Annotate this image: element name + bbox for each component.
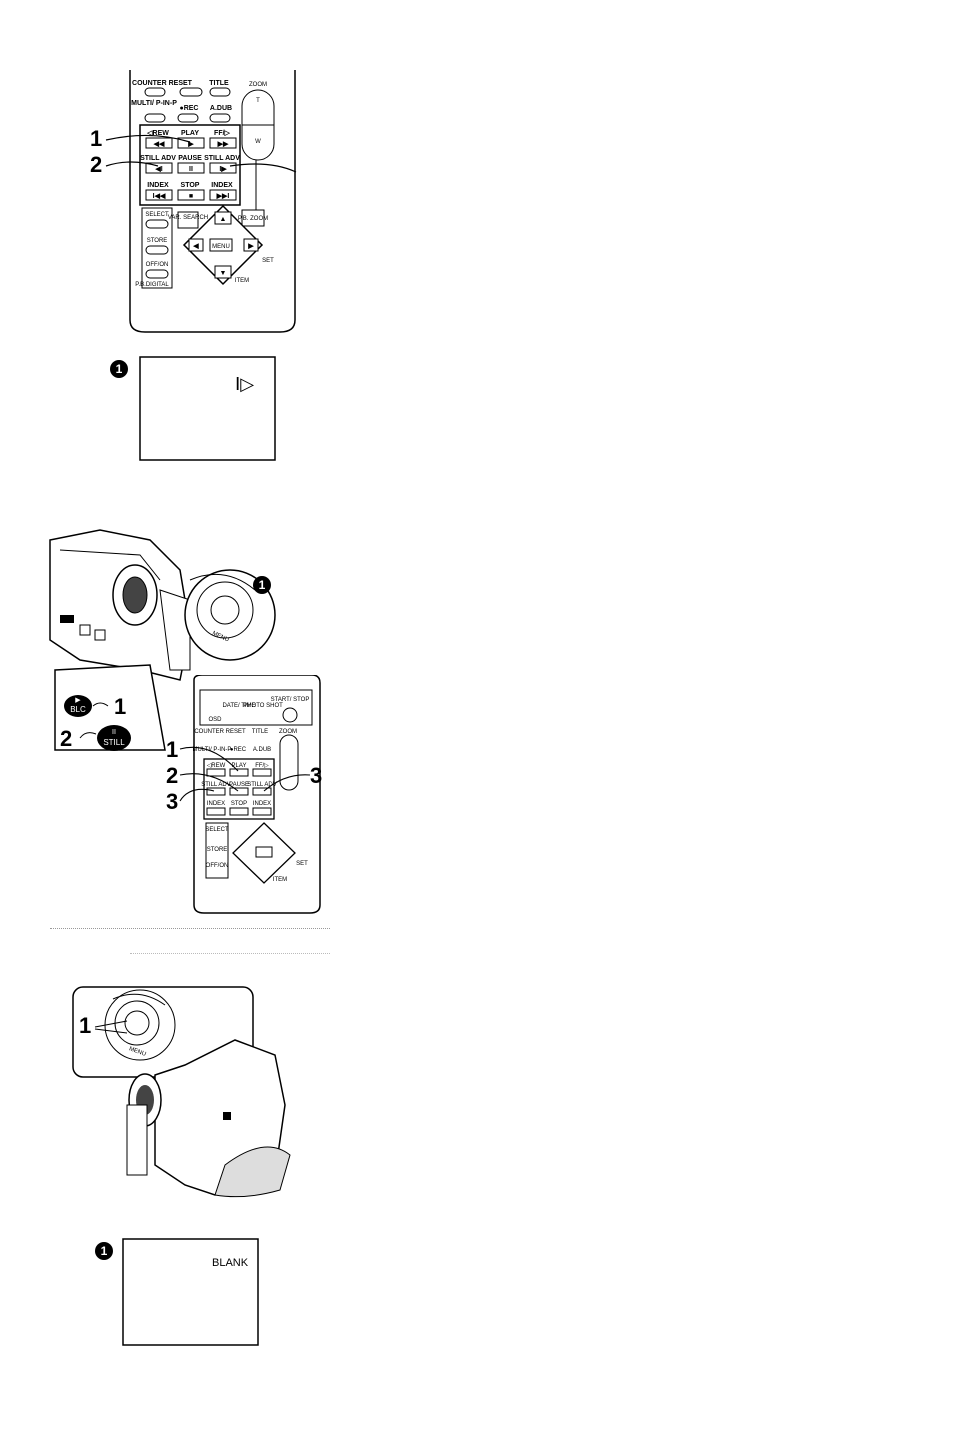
mid-item-label: ITEM [273, 877, 287, 883]
btn-stop-label: STOP [181, 182, 200, 189]
still-adv-indicator: I▷ [235, 374, 254, 395]
pb-digital-label: P.B.DIGITAL [135, 282, 169, 288]
svg-text:I◀◀: I◀◀ [153, 193, 166, 200]
camcorder-illustration-1: 1 MENU ▶ BLC 1 2 II STILL [49, 529, 276, 751]
mid-set-label: SET [296, 861, 308, 867]
camera-2-menu-label: MENU [128, 1046, 147, 1058]
btn-ff-label: FF/▷ [214, 130, 230, 137]
camcorder-illustration-2: 1 MENU [72, 986, 291, 1198]
zoom-t-label: T [256, 98, 260, 104]
mid-rew-label: ◁REW [207, 763, 226, 769]
blank-indicator: BLANK [212, 1257, 249, 1269]
zoom-w-label: W [255, 139, 261, 145]
btn-counter-reset-label: COUNTER RESET [132, 80, 193, 87]
mid-still-adv-r-label: STILL ADV [247, 782, 276, 788]
btn-pause-label: PAUSE [178, 155, 202, 162]
mid-zoom-label: ZOOM [279, 729, 297, 735]
zoom-label: ZOOM [249, 82, 267, 88]
mid-ff-label: FF/▷ [255, 763, 269, 769]
mid-callout-right-3: 3 [310, 763, 322, 788]
remote-top-illustration: COUNTER RESET TITLE ZOOM T W MULTI/ P-IN… [90, 70, 297, 333]
mid-adub-label: A.DUB [253, 747, 271, 753]
mid-select-label: SELECT [205, 827, 229, 833]
camera-1-marker: 1 [259, 578, 266, 592]
screen-display-1: 1 I▷ [110, 356, 276, 461]
set-label: SET [262, 258, 274, 264]
mid-start-stop-label: START/ STOP [271, 697, 310, 703]
section-divider [50, 928, 330, 929]
mid-osd-label: OSD [208, 717, 222, 723]
svg-text:▶: ▶ [247, 243, 254, 250]
btn-adub-label: A.DUB [210, 105, 232, 112]
btn-index-left-label: INDEX [147, 182, 169, 189]
callout-1: 1 [90, 126, 102, 151]
btn-play-label: PLAY [181, 130, 199, 137]
screen-2-marker: 1 [101, 1244, 108, 1258]
camera-2-callout-1: 1 [79, 1013, 91, 1038]
mid-title-label: TITLE [252, 729, 268, 735]
callout-2: 2 [90, 152, 102, 177]
mid-index-label: INDEX [207, 801, 225, 807]
mid-callout-1: 1 [166, 737, 178, 762]
mid-multi-label: MULTI/ P-IN-P [193, 747, 232, 753]
btn-index-right-label: INDEX [211, 182, 233, 189]
btn-menu-label: MENU [212, 244, 230, 250]
svg-text:▼: ▼ [220, 270, 227, 277]
svg-text:▶: ▶ [187, 141, 194, 148]
svg-text:▶▶: ▶▶ [217, 141, 229, 148]
svg-text:▶: ▶ [75, 697, 81, 704]
mid-callout-3: 3 [166, 789, 178, 814]
mid-play-label: PLAY [232, 763, 247, 769]
screen-display-2: 1 BLANK [95, 1238, 259, 1346]
btn-select-label: SELECT [145, 212, 169, 218]
svg-text:I▶: I▶ [219, 166, 227, 173]
mid-off-on-label: OFF/ON [206, 863, 229, 869]
svg-text:▶▶I: ▶▶I [216, 193, 230, 200]
remote-mid-illustration: OSD DATE/ TIME PHOTO SHOT START/ STOP CO… [166, 675, 322, 914]
svg-text:■: ■ [189, 193, 193, 200]
btn-rec-label: ●REC [179, 105, 198, 112]
mid-date-time-label: DATE/ TIME [222, 703, 255, 709]
btn-ps-zoom-label: P.B. ZOOM [238, 216, 268, 222]
mid-stop-label: STOP [231, 801, 247, 807]
btn-title-label: TITLE [209, 80, 229, 87]
svg-text:◀◀: ◀◀ [153, 141, 165, 148]
item-label: ITEM [235, 278, 249, 284]
mid-still-adv-label: STILL ADV [201, 782, 230, 788]
mid-rec-label: ●REC [230, 747, 247, 753]
svg-text:◀: ◀ [192, 243, 199, 250]
mid-counter-reset-label: COUNTER RESET [194, 729, 246, 735]
blc-button-label: BLC [70, 705, 86, 714]
svg-text:II: II [112, 729, 116, 736]
mid-callout-2: 2 [166, 763, 178, 788]
btn-still-adv-right-label: STILL ADV [204, 155, 240, 162]
btn-var-search-label: VAR. SEARCH [168, 215, 208, 221]
btn-multi-label: MULTI/ P-IN-P [131, 100, 177, 107]
screen-1-marker: 1 [116, 362, 123, 376]
mid-photo-shot-label: PHOTO SHOT [243, 703, 283, 709]
mid-pause-label: PAUSE [229, 782, 249, 788]
svg-text:▲: ▲ [220, 216, 227, 223]
btn-store-label: STORE [147, 238, 168, 244]
btn-off-on-label: OFF/ON [146, 262, 169, 268]
svg-text:◀I: ◀I [154, 166, 162, 173]
section-divider-2 [130, 953, 330, 954]
btn-rew-label: ◁REW [146, 130, 169, 137]
mid-store-label: STORE [207, 847, 228, 853]
svg-text:II: II [189, 166, 193, 173]
inset-callout-1: 1 [114, 694, 126, 719]
mid-index-r-label: INDEX [253, 801, 271, 807]
inset-callout-2: 2 [60, 726, 72, 751]
btn-still-adv-left-label: STILL ADV [140, 155, 176, 162]
still-button-label: STILL [103, 738, 125, 747]
